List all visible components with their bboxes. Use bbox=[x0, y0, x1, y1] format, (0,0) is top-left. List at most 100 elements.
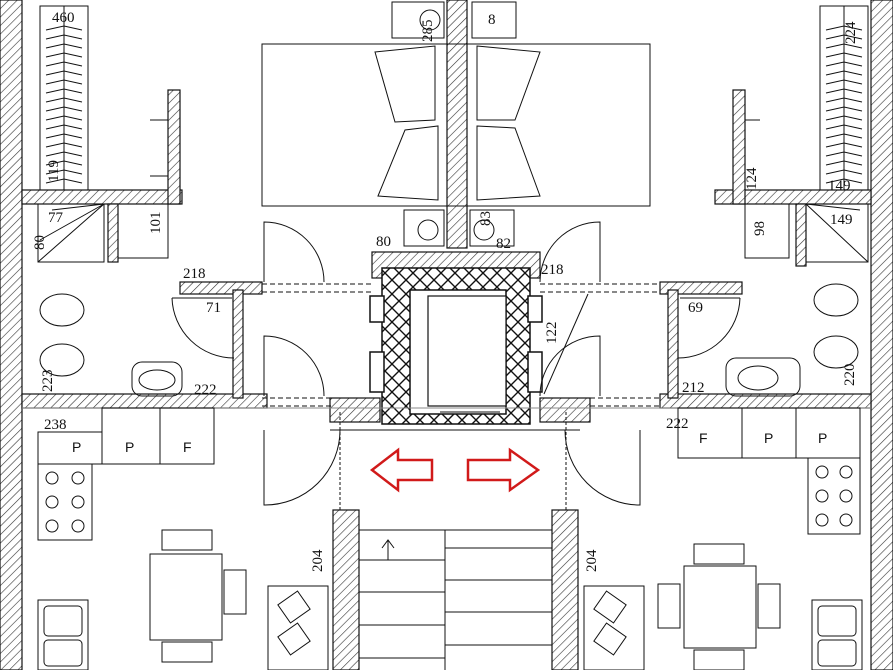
dim-223: 223 bbox=[40, 370, 56, 393]
bath-right-shower-wall bbox=[795, 203, 807, 267]
hanger-icon bbox=[825, 70, 863, 76]
stair-left-wall bbox=[332, 509, 360, 670]
arrow-left-icon bbox=[369, 447, 434, 493]
sink-kitchen-left bbox=[37, 599, 89, 670]
dim-119: 119 bbox=[46, 160, 62, 182]
hanger-icon bbox=[825, 79, 863, 85]
arrow-right-icon bbox=[466, 447, 541, 493]
hanger-icon bbox=[825, 97, 863, 103]
hanger-icon bbox=[45, 115, 83, 121]
left-exterior-wall bbox=[0, 0, 23, 670]
bath-right-top-wall bbox=[659, 281, 743, 295]
table-right bbox=[683, 565, 757, 649]
hanger-icon bbox=[45, 124, 83, 130]
dim-149-bath: 149 bbox=[830, 212, 853, 228]
bidet-left bbox=[39, 343, 85, 377]
dim-77: 77 bbox=[48, 210, 64, 226]
hanger-icon bbox=[45, 79, 83, 85]
label-p: P bbox=[125, 439, 134, 455]
hanger-icon bbox=[825, 115, 863, 121]
bath-fixtures bbox=[37, 203, 869, 397]
hanger-icon bbox=[45, 169, 83, 175]
shower-right bbox=[805, 203, 869, 263]
shaft-right-foot bbox=[539, 397, 591, 423]
dim-212: 212 bbox=[682, 380, 705, 396]
bath-left-shower-wall bbox=[107, 203, 119, 263]
bath-left-side-wall bbox=[232, 289, 244, 399]
dim-98: 98 bbox=[752, 221, 768, 236]
dim-460: 460 bbox=[52, 10, 75, 26]
dim-149-top: 149 bbox=[828, 178, 851, 194]
hanger-icon bbox=[825, 124, 863, 130]
bath-right-side-wall bbox=[667, 289, 679, 399]
hanger-icon bbox=[825, 160, 863, 166]
table-left bbox=[149, 553, 223, 641]
hanger-icon bbox=[45, 43, 83, 49]
bedroom-left-bottom-wall bbox=[21, 189, 183, 205]
dim-8: 8 bbox=[488, 12, 496, 28]
dim-238: 238 bbox=[44, 417, 67, 433]
bedroom-right-bottom-wall bbox=[714, 189, 872, 205]
bidet-right bbox=[813, 335, 859, 369]
dim-101: 101 bbox=[148, 212, 164, 235]
right-exterior-wall bbox=[870, 0, 893, 670]
bedroom-right-partition bbox=[732, 89, 746, 205]
hanger-icon bbox=[825, 142, 863, 148]
dim-218-right: 218 bbox=[541, 262, 564, 278]
wardrobe-left bbox=[39, 5, 89, 191]
dim-222-left: 222 bbox=[194, 382, 217, 398]
dim-71: 71 bbox=[206, 300, 221, 316]
hanger-icon bbox=[45, 34, 83, 40]
cooktop-right bbox=[807, 457, 861, 535]
hanger-icon bbox=[825, 151, 863, 157]
toilet-right bbox=[813, 283, 859, 317]
hanger-icon bbox=[45, 160, 83, 166]
hanger-icon bbox=[825, 25, 863, 31]
dim-220: 220 bbox=[842, 364, 858, 387]
hanger-icon bbox=[825, 61, 863, 67]
hanger-icon bbox=[45, 88, 83, 94]
shower-left bbox=[37, 203, 105, 263]
cabinet-right bbox=[744, 203, 790, 259]
hanger-icon bbox=[825, 88, 863, 94]
toilet-left bbox=[39, 293, 85, 327]
kitchen-left bbox=[37, 407, 215, 670]
sink-kitchen-right bbox=[811, 599, 863, 670]
cabinet-left bbox=[117, 203, 169, 259]
cooktop-left bbox=[37, 463, 93, 541]
elevator-cabin bbox=[427, 295, 507, 407]
shaft-left-foot bbox=[329, 397, 381, 423]
hanger-icon bbox=[45, 52, 83, 58]
dim-80-left: 80 bbox=[32, 235, 48, 250]
hanger-icon bbox=[825, 169, 863, 175]
label-p: P bbox=[818, 430, 827, 446]
dim-218-left: 218 bbox=[183, 266, 206, 282]
dim-204-left: 204 bbox=[310, 549, 326, 572]
dim-83: 83 bbox=[478, 211, 494, 226]
sink-right bbox=[725, 357, 801, 397]
kitchen-right bbox=[677, 407, 863, 670]
hanger-icon bbox=[825, 133, 863, 139]
hanger-icon bbox=[825, 106, 863, 112]
bath-left-top-wall bbox=[179, 281, 263, 295]
dining-right bbox=[657, 543, 781, 670]
dimension-labels: 460 119 77 80 101 218 71 223 222 238 285… bbox=[32, 10, 859, 572]
hanger-icon bbox=[45, 178, 83, 184]
direction-arrows bbox=[369, 447, 541, 493]
armchairs bbox=[267, 585, 645, 670]
dim-124: 124 bbox=[744, 167, 760, 190]
hanger-icon bbox=[825, 52, 863, 58]
label-f: F bbox=[183, 439, 192, 455]
hanger-icon bbox=[825, 178, 863, 184]
label-f: F bbox=[699, 430, 708, 446]
sink-left bbox=[131, 361, 183, 397]
elevator-shaft bbox=[369, 267, 589, 425]
hanger-icon bbox=[45, 25, 83, 31]
hanger-icon bbox=[45, 97, 83, 103]
hanger-icon bbox=[825, 34, 863, 40]
wardrobe-right bbox=[819, 5, 869, 191]
hanger-icon bbox=[45, 70, 83, 76]
dim-285: 285 bbox=[420, 20, 436, 43]
